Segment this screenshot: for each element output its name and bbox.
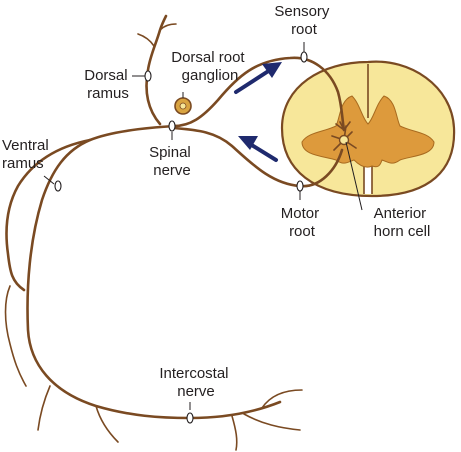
sensory-terminal <box>335 121 351 131</box>
intercostal-terminal-branch <box>243 413 301 431</box>
sensory-arrowhead <box>262 62 282 78</box>
dorsal-ramus-nerve <box>145 14 168 126</box>
spinal-cord <box>280 60 456 198</box>
dorsal-ramus-marker <box>144 70 152 82</box>
dorsal-root-ganglion-label: Dorsal root ganglion <box>171 49 249 84</box>
motor-root-label: Motor root <box>281 205 324 240</box>
sensory-direction-arrow <box>234 68 272 94</box>
spinal-nerve-marker <box>168 120 176 132</box>
sensory-root-nerve <box>172 56 346 132</box>
sensory-root-label: Sensory root <box>274 3 333 38</box>
dorsal-ramus-label: Dorsal ramus <box>84 67 132 102</box>
anterior-horn-leader <box>345 141 363 211</box>
anterior-horn-cell-label: Anterior horn cell <box>374 205 431 240</box>
dorsal-ramus-branch-2 <box>159 23 177 31</box>
direction-arrows <box>234 62 282 162</box>
intercostal-marker <box>186 412 194 424</box>
lateral-cutaneous-branch-2 <box>37 385 51 431</box>
lateral-cutaneous-branch <box>95 405 119 443</box>
collateral-branch <box>4 285 27 387</box>
motor-direction-arrow <box>248 142 278 162</box>
labels: Sensory root Dorsal root ganglion Dorsal… <box>2 3 430 400</box>
location-markers <box>54 51 308 424</box>
nerve-pathways <box>4 14 357 451</box>
intercostal-nerve-label: Intercostal nerve <box>159 365 232 400</box>
spinal-nerve-label: Spinal nerve <box>149 144 195 179</box>
dorsal-root-ganglion <box>174 97 192 115</box>
motor-root-nerve <box>172 126 344 188</box>
intercostal-terminal-branch-3 <box>231 415 238 451</box>
ventral-ramus-leader <box>43 175 55 185</box>
motor-arrowhead <box>238 136 258 150</box>
motor-root-marker <box>296 180 304 192</box>
ventral-ramus-marker <box>54 180 62 192</box>
sensory-root-marker <box>300 51 308 63</box>
leader-lines <box>43 42 363 410</box>
ventral-ramus-branch <box>5 138 92 292</box>
intercostal-terminal-branch-2 <box>261 389 303 409</box>
dorsal-ramus-branch <box>137 33 155 47</box>
ventral-ramus-label: Ventral ramus <box>2 137 53 172</box>
